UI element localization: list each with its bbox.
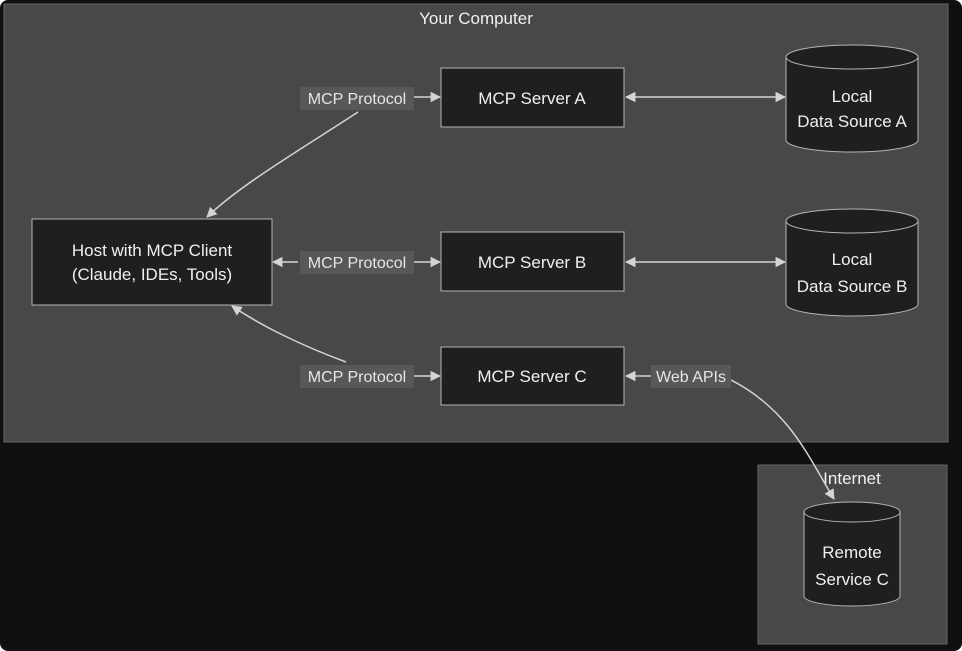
edge-label-host-b: MCP Protocol xyxy=(300,251,414,274)
source-a-cylinder: Local Data Source A xyxy=(785,44,919,153)
svg-text:MCP Protocol: MCP Protocol xyxy=(308,91,406,108)
edge-host-server-c xyxy=(231,305,442,382)
svg-text:Web APIs: Web APIs xyxy=(656,369,726,386)
server-c-label: MCP Server C xyxy=(477,367,586,386)
svg-text:MCP Protocol: MCP Protocol xyxy=(308,369,406,386)
server-a-label: MCP Server A xyxy=(478,89,586,108)
remote-c-cylinder: Remote Service C xyxy=(803,501,901,607)
source-a-label-line1: Local xyxy=(832,87,873,106)
svg-text:MCP Protocol: MCP Protocol xyxy=(308,255,406,272)
server-c-node: MCP Server C xyxy=(440,346,625,406)
internet-cluster: Internet xyxy=(757,464,948,645)
edge-host-server-a xyxy=(206,91,442,218)
source-b-label-line1: Local xyxy=(832,250,873,269)
your-computer-title: Your Computer xyxy=(419,9,533,28)
edge-server-c-remote xyxy=(624,370,835,500)
host-node: Host with MCP Client (Claude, IDEs, Tool… xyxy=(31,218,273,306)
remote-c-label-line2: Service C xyxy=(815,570,889,589)
internet-title: Internet xyxy=(823,469,881,488)
server-b-node: MCP Server B xyxy=(440,231,625,292)
remote-c-label-line1: Remote xyxy=(822,543,882,562)
server-b-label: MCP Server B xyxy=(478,253,586,272)
edge-label-web-apis: Web APIs xyxy=(651,365,731,388)
edge-label-host-c: MCP Protocol xyxy=(300,365,414,388)
server-a-node: MCP Server A xyxy=(440,67,625,128)
host-label-line1: Host with MCP Client xyxy=(72,241,233,260)
host-label-line2: (Claude, IDEs, Tools) xyxy=(72,265,232,284)
edge-label-host-a: MCP Protocol xyxy=(300,87,414,110)
source-a-label-line2: Data Source A xyxy=(797,112,907,131)
source-b-label-line2: Data Source B xyxy=(797,277,908,296)
source-b-cylinder: Local Data Source B xyxy=(785,208,919,317)
